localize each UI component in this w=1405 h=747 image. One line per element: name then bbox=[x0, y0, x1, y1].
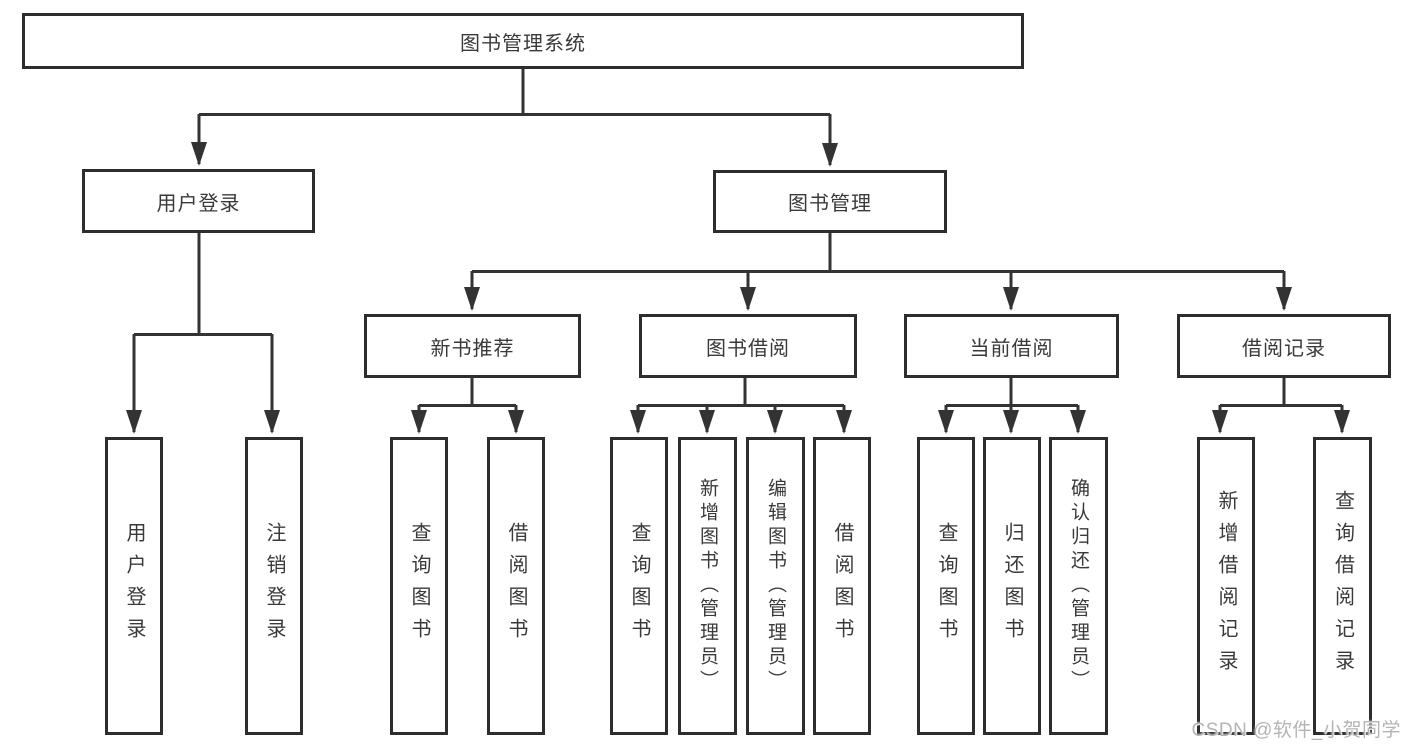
node-label: 图书管理系统 bbox=[460, 32, 586, 55]
node-label: 新增借阅记录 bbox=[1215, 490, 1237, 682]
node-label: 图书管理 bbox=[788, 193, 872, 215]
node-label: 借阅图书 bbox=[831, 522, 853, 650]
node-label: 查询图书 bbox=[935, 522, 957, 650]
node-user-login-branch: 用户登录 bbox=[82, 169, 315, 233]
leaf-logout: 注销登录 bbox=[245, 437, 303, 735]
leaf-add-borrow-record: 新增借阅记录 bbox=[1197, 437, 1255, 735]
node-label: 编辑图书（管理员） bbox=[765, 478, 786, 694]
leaf-query-books-current: 查询图书 bbox=[917, 437, 975, 735]
node-current-borrow: 当前借阅 bbox=[904, 314, 1119, 378]
node-label: 借阅记录 bbox=[1242, 337, 1326, 360]
node-label: 确认归还（管理员） bbox=[1068, 478, 1089, 694]
leaf-borrow-books-borrow: 借阅图书 bbox=[813, 437, 871, 735]
leaf-query-books-borrow: 查询图书 bbox=[610, 437, 668, 735]
node-borrow-records: 借阅记录 bbox=[1177, 314, 1391, 378]
watermark-text: CSDN @软件_小贺同学 bbox=[1191, 720, 1401, 741]
node-label: 图书借阅 bbox=[706, 337, 790, 360]
node-label: 归还图书 bbox=[1001, 522, 1023, 650]
node-label: 当前借阅 bbox=[969, 337, 1054, 360]
node-new-book-rec: 新书推荐 bbox=[364, 314, 581, 378]
node-book-mgmt-branch: 图书管理 bbox=[713, 170, 947, 233]
node-label: 查询图书 bbox=[628, 522, 650, 650]
node-label: 新书推荐 bbox=[430, 337, 515, 360]
node-label: 借阅图书 bbox=[505, 522, 527, 650]
node-label: 注销登录 bbox=[263, 522, 285, 650]
node-root: 图书管理系统 bbox=[22, 13, 1024, 69]
node-label: 查询借阅记录 bbox=[1331, 490, 1354, 682]
leaf-query-borrow-record: 查询借阅记录 bbox=[1313, 437, 1372, 735]
leaf-add-book-admin: 新增图书（管理员） bbox=[678, 437, 737, 735]
node-label: 用户登录 bbox=[123, 522, 145, 650]
node-label: 查询图书 bbox=[408, 522, 430, 650]
leaf-query-books-newrec: 查询图书 bbox=[390, 437, 448, 735]
node-label: 新增图书（管理员） bbox=[697, 478, 718, 694]
leaf-borrow-books-newrec: 借阅图书 bbox=[487, 437, 545, 735]
leaf-user-login: 用户登录 bbox=[105, 437, 163, 735]
node-book-borrow: 图书借阅 bbox=[639, 314, 857, 378]
node-label: 用户登录 bbox=[156, 192, 241, 215]
leaf-edit-book-admin: 编辑图书（管理员） bbox=[746, 437, 805, 735]
leaf-return-books: 归还图书 bbox=[983, 437, 1041, 735]
leaf-confirm-return-admin: 确认归还（管理员） bbox=[1049, 437, 1108, 735]
